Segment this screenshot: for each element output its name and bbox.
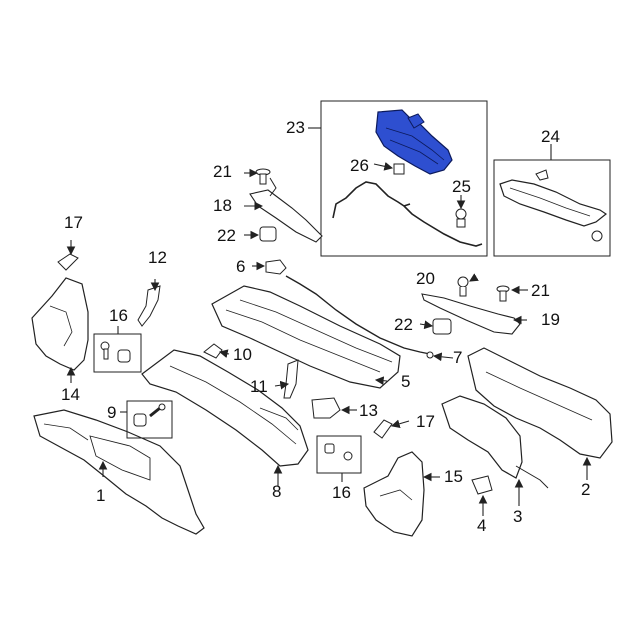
- bracket-11[interactable]: [283, 359, 299, 399]
- group-box-9: [126, 400, 173, 439]
- hose-7[interactable]: [285, 275, 434, 359]
- bolt-16-upper[interactable]: [100, 341, 131, 363]
- washer-hose[interactable]: [332, 181, 483, 247]
- callout-8: 8: [272, 482, 282, 501]
- callout-13: 13: [359, 401, 378, 420]
- callout-3: 3: [513, 507, 523, 526]
- clip-26[interactable]: [393, 163, 405, 175]
- seal-18[interactable]: [249, 177, 323, 243]
- push-clip-20[interactable]: [457, 276, 469, 297]
- callout-15: 15: [444, 467, 463, 486]
- cowl-top-panel-highlighted[interactable]: [375, 109, 453, 175]
- callout-12: 12: [148, 248, 167, 267]
- bracket-17-right[interactable]: [373, 419, 393, 439]
- callout-20: 20: [416, 269, 435, 288]
- callout-25: 25: [452, 177, 471, 196]
- side-panel-14[interactable]: [31, 277, 89, 371]
- cowl-panel-5[interactable]: [211, 285, 401, 389]
- callout-14: 14: [61, 385, 80, 404]
- callout-5: 5: [401, 372, 411, 391]
- callout-19: 19: [541, 310, 560, 329]
- cowl-lower-8[interactable]: [141, 349, 309, 467]
- callout-16-upper: 16: [109, 306, 128, 325]
- bolt-21-right[interactable]: [496, 285, 510, 302]
- bolt-9[interactable]: [133, 403, 166, 427]
- bracket-10[interactable]: [203, 343, 223, 359]
- cowl-top-panel-24[interactable]: [499, 169, 608, 227]
- side-panel-3[interactable]: [441, 395, 549, 489]
- callout-7: 7: [453, 348, 463, 367]
- callout-2: 2: [581, 480, 591, 499]
- dash-panel-1[interactable]: [33, 409, 205, 535]
- side-panel-15[interactable]: [363, 451, 425, 537]
- bracket-12[interactable]: [137, 285, 161, 327]
- clip-25[interactable]: [455, 208, 467, 228]
- callout-22-left: 22: [217, 226, 236, 245]
- group-box-16-lower: [316, 435, 362, 474]
- callout-10: 10: [233, 345, 252, 364]
- grommet-22-right[interactable]: [432, 318, 452, 335]
- seal-19[interactable]: [421, 293, 521, 335]
- bolt-21-left[interactable]: [255, 168, 271, 185]
- callout-1: 1: [96, 486, 106, 505]
- pad-4[interactable]: [471, 475, 493, 495]
- group-box-23: [320, 100, 488, 257]
- callout-9: 9: [107, 403, 117, 422]
- callout-16-lower: 16: [332, 483, 351, 502]
- callout-21-left: 21: [213, 162, 232, 181]
- vent-13[interactable]: [311, 397, 341, 419]
- callout-24: 24: [541, 127, 560, 146]
- callout-11: 11: [250, 377, 268, 396]
- side-panel-2[interactable]: [467, 347, 613, 459]
- callout-18: 18: [213, 196, 232, 215]
- callout-26: 26: [350, 156, 369, 175]
- callout-21-right: 21: [531, 281, 550, 300]
- grommet-22-left[interactable]: [259, 226, 277, 242]
- group-box-24: [493, 159, 611, 257]
- callout-4: 4: [477, 516, 487, 535]
- callout-23: 23: [286, 118, 305, 137]
- clip-6[interactable]: [265, 259, 287, 275]
- callout-17-left: 17: [64, 213, 83, 232]
- bracket-17-left[interactable]: [57, 253, 79, 271]
- leader-lines: [66, 127, 592, 516]
- callout-17-right: 17: [416, 412, 435, 431]
- bolt-16-lower[interactable]: [324, 443, 353, 461]
- callout-22-right: 22: [394, 315, 413, 334]
- callout-6: 6: [236, 257, 246, 276]
- clip-24b[interactable]: [591, 230, 603, 242]
